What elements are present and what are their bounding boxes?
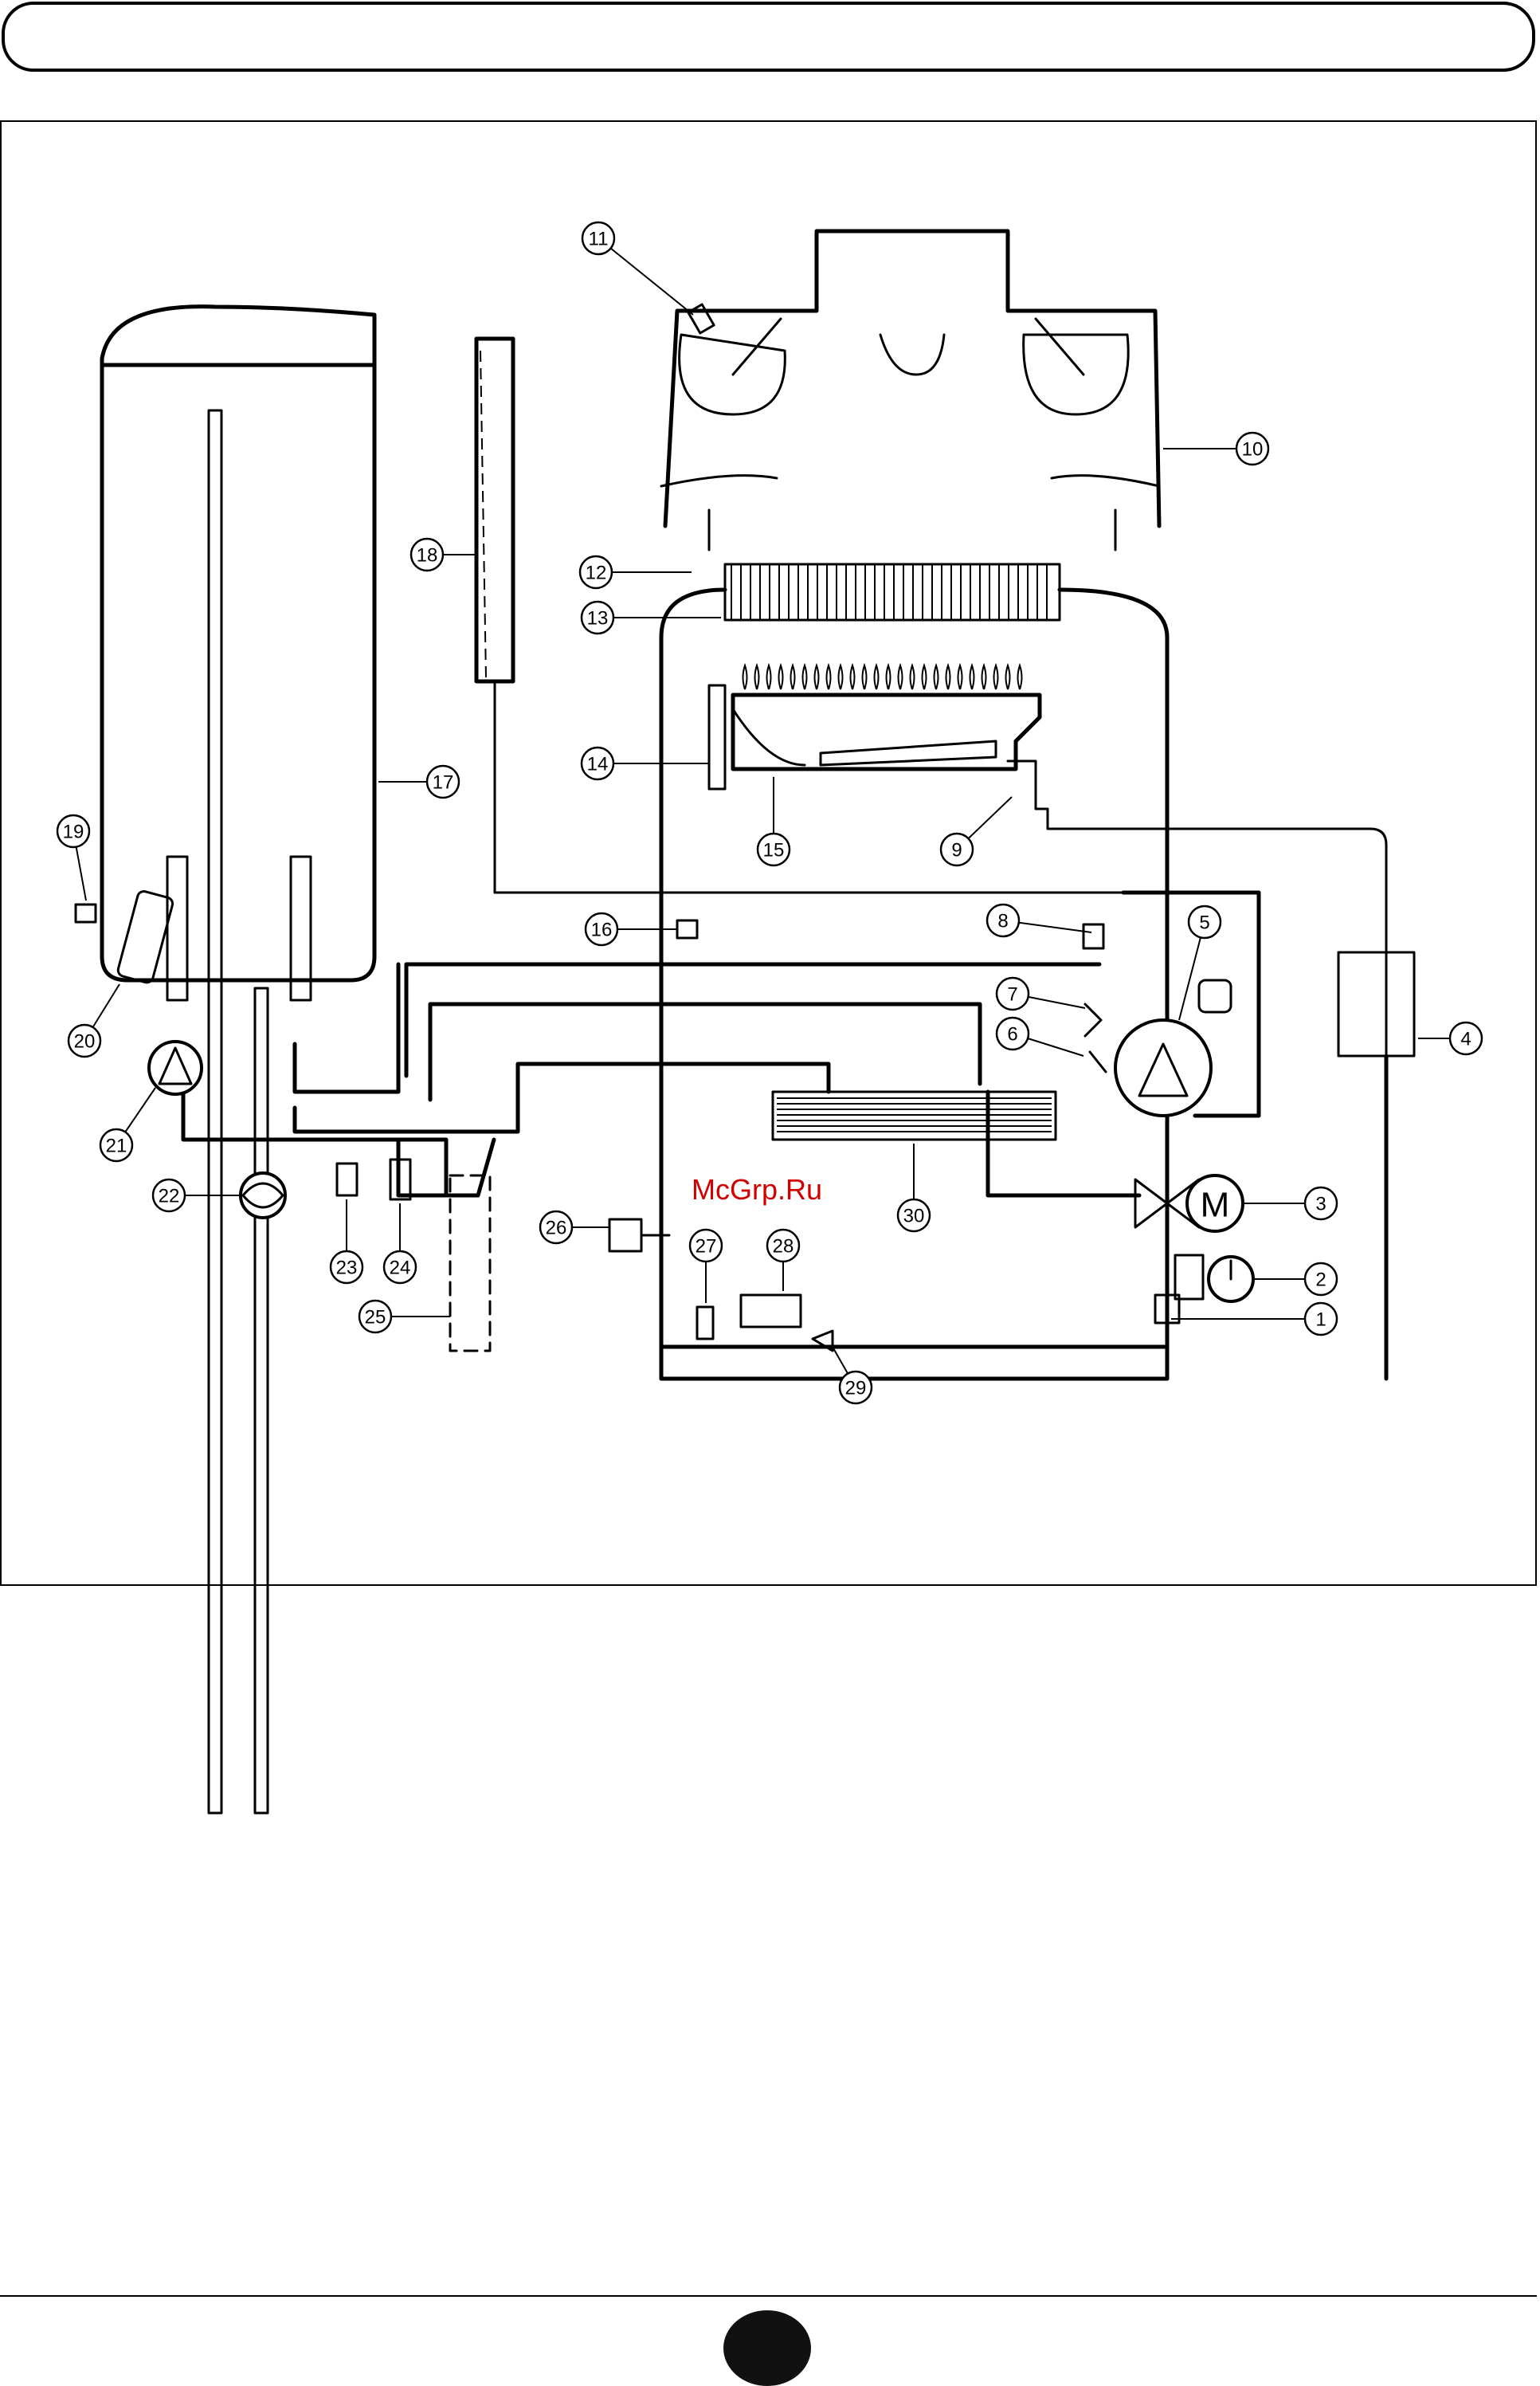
callout-number: 2 bbox=[1315, 1270, 1326, 1291]
callout-19: 19 bbox=[57, 815, 89, 847]
callout-24: 24 bbox=[384, 1251, 416, 1283]
expansion-vessel-dhw bbox=[476, 339, 1171, 893]
heating-flow-sensor bbox=[677, 920, 697, 938]
callout-number: 13 bbox=[587, 608, 609, 630]
callout-7: 7 bbox=[997, 978, 1029, 1010]
drain-valve bbox=[697, 1307, 713, 1339]
burner bbox=[709, 665, 1386, 1379]
callout-number: 18 bbox=[417, 545, 438, 567]
callout-21: 21 bbox=[100, 1129, 132, 1161]
callout-number: 7 bbox=[1007, 984, 1017, 1006]
boiler-pump bbox=[1115, 980, 1231, 1116]
callout-number: 25 bbox=[365, 1307, 386, 1328]
callout-number: 15 bbox=[763, 840, 785, 861]
callout-number: 4 bbox=[1460, 1029, 1471, 1050]
callout-number: 30 bbox=[903, 1206, 925, 1227]
callout-1: 1 bbox=[1305, 1303, 1337, 1335]
control-box bbox=[1338, 952, 1414, 1056]
flue-sensor bbox=[688, 304, 714, 333]
callout-number: 8 bbox=[997, 911, 1008, 932]
callout-17: 17 bbox=[427, 766, 459, 798]
callout-number: 22 bbox=[159, 1186, 180, 1207]
callout-2: 2 bbox=[1305, 1263, 1337, 1295]
callout-16: 16 bbox=[586, 913, 617, 945]
plate-heat-exchanger bbox=[773, 1092, 1056, 1140]
callout-number: 29 bbox=[845, 1378, 867, 1399]
callout-9: 9 bbox=[941, 834, 973, 865]
callout-number: 17 bbox=[433, 772, 454, 794]
callout-number: 27 bbox=[696, 1236, 717, 1258]
callout-number: 20 bbox=[74, 1031, 96, 1053]
diverter-valve: M bbox=[1135, 1175, 1243, 1231]
callout-number: 24 bbox=[390, 1258, 411, 1279]
motor-label: M bbox=[1201, 1186, 1230, 1225]
callout-number: 3 bbox=[1315, 1194, 1326, 1215]
flow-switch bbox=[1083, 924, 1103, 948]
callout-8: 8 bbox=[987, 905, 1019, 936]
anode-rod bbox=[116, 890, 174, 984]
callout-28: 28 bbox=[767, 1230, 799, 1262]
callout-6: 6 bbox=[997, 1018, 1029, 1050]
callout-number: 14 bbox=[587, 754, 609, 775]
callout-number: 10 bbox=[1242, 439, 1264, 461]
non-return-valves bbox=[1085, 1004, 1106, 1072]
dhw-expansion-vessel bbox=[450, 1175, 490, 1351]
callout-number: 5 bbox=[1199, 912, 1209, 934]
callout-25: 25 bbox=[359, 1301, 391, 1332]
callout-number: 12 bbox=[586, 563, 607, 584]
callout-number: 6 bbox=[1007, 1024, 1017, 1046]
callout-number: 19 bbox=[63, 822, 84, 843]
callout-number: 1 bbox=[1315, 1309, 1326, 1331]
callout-4: 4 bbox=[1450, 1022, 1482, 1054]
callout-10: 10 bbox=[1236, 433, 1268, 465]
callout-22: 22 bbox=[153, 1179, 185, 1211]
callout-leader bbox=[598, 238, 693, 315]
callout-5: 5 bbox=[1189, 906, 1221, 938]
callout-number: 23 bbox=[336, 1258, 358, 1279]
callout-29: 29 bbox=[840, 1372, 872, 1403]
callout-number: 11 bbox=[589, 229, 609, 250]
filling-valve bbox=[609, 1219, 641, 1251]
callout-18: 18 bbox=[411, 539, 443, 571]
callout-number: 28 bbox=[773, 1236, 794, 1258]
callout-27: 27 bbox=[690, 1230, 722, 1262]
callout-11: 11 bbox=[582, 222, 614, 254]
callout-number: 21 bbox=[106, 1136, 127, 1157]
callout-20: 20 bbox=[69, 1025, 100, 1057]
callout-number: 26 bbox=[546, 1218, 567, 1239]
callout-number: 9 bbox=[951, 840, 962, 861]
callout-13: 13 bbox=[582, 602, 613, 634]
main-heat-exchanger bbox=[661, 564, 1167, 1379]
pipework bbox=[183, 893, 1259, 1379]
dhw-pump bbox=[149, 857, 202, 1094]
flue-hood bbox=[661, 231, 1159, 550]
callout-leaders bbox=[73, 238, 1466, 1387]
callout-3: 3 bbox=[1305, 1187, 1337, 1219]
callout-23: 23 bbox=[331, 1251, 362, 1283]
dhw-safety-valve bbox=[337, 1164, 357, 1195]
callout-30: 30 bbox=[898, 1199, 930, 1231]
storage-tank bbox=[102, 307, 374, 1813]
callout-14: 14 bbox=[582, 748, 613, 779]
mixing-valve bbox=[241, 988, 285, 1813]
watermark: McGrp.Ru bbox=[692, 1173, 822, 1206]
callout-15: 15 bbox=[758, 834, 790, 865]
callout-12: 12 bbox=[580, 556, 612, 588]
callout-26: 26 bbox=[540, 1211, 572, 1243]
tank-probe bbox=[76, 905, 96, 922]
callout-number: 16 bbox=[591, 920, 613, 941]
pressure-gauge bbox=[1155, 1255, 1253, 1323]
pressure-switch bbox=[741, 1295, 801, 1327]
